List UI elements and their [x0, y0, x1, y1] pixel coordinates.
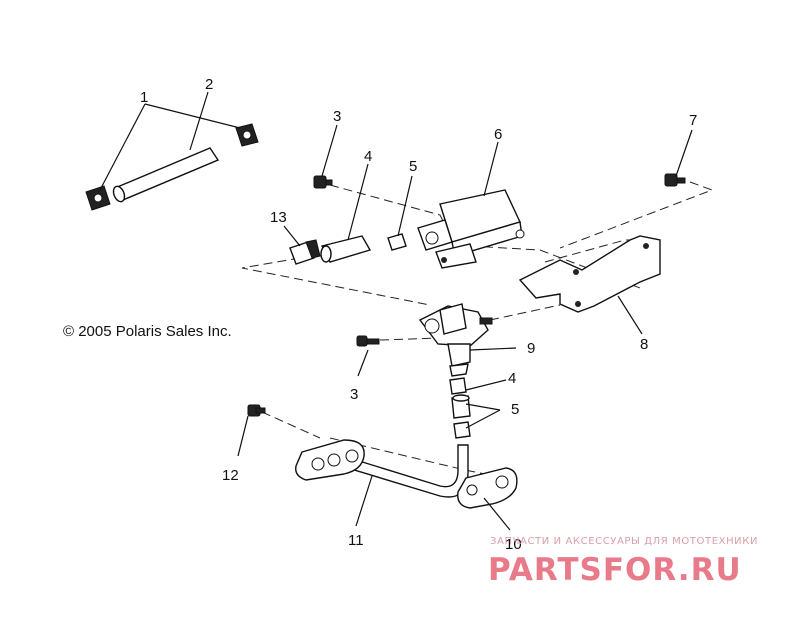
screw-left: [356, 335, 380, 347]
hose-assembly: [85, 123, 259, 211]
screw-top: [313, 175, 333, 189]
callout-4-top: 4: [364, 148, 372, 165]
watermark-brand: PARTSFOR.RU: [488, 552, 742, 588]
copyright-notice: © 2005 Polaris Sales Inc.: [63, 323, 232, 340]
screw-right: [664, 173, 686, 187]
callout-3-left: 3: [350, 386, 358, 403]
assembly-line: [241, 257, 431, 306]
callout-2: 2: [205, 76, 213, 93]
callout-5-lower: 5: [511, 401, 519, 418]
callout-11: 11: [348, 532, 364, 549]
sleeve-top: [320, 235, 372, 263]
assembly-line: [489, 304, 561, 321]
callout-5-top: 5: [409, 158, 417, 175]
assembly-line: [261, 411, 321, 439]
valve: [418, 303, 493, 377]
callout-13: 13: [270, 209, 287, 226]
callout-9: 9: [527, 340, 535, 357]
assembly-line: [379, 337, 441, 341]
bent-tube: [295, 439, 469, 498]
leader-lines: [99, 91, 693, 531]
hose: [113, 147, 220, 201]
clamp-right: [235, 123, 259, 147]
callout-4-lower: 4: [508, 370, 516, 387]
callout-1: 1: [140, 89, 148, 106]
callout-12: 12: [222, 467, 239, 484]
screw-lower: [247, 404, 266, 417]
bracket: [518, 235, 661, 313]
callout-10: 10: [505, 536, 522, 553]
plug: [289, 239, 321, 265]
watermark-tagline: ЗАПЧАСТИ И АКСЕССУАРЫ ДЛЯ МОТОТЕХНИКИ: [490, 536, 758, 547]
callout-3-top: 3: [333, 108, 341, 125]
gasket: [457, 467, 518, 509]
watermark: ЗАПЧАСТИ И АКСЕССУАРЫ ДЛЯ МОТОТЕХНИКИ PA…: [488, 536, 758, 588]
callout-labels: 1 2 3 4 5 6 7 13 8 9 3 4 5 12 11 10: [140, 76, 697, 553]
actuator: [417, 189, 525, 269]
bushing-top: [387, 233, 407, 251]
fittings-lower: [449, 377, 471, 439]
clamp-left: [85, 185, 111, 211]
assembly-line: [329, 437, 506, 479]
callout-8: 8: [640, 336, 648, 353]
callout-6: 6: [494, 126, 502, 143]
assembly-line: [559, 181, 714, 249]
callout-7: 7: [689, 112, 697, 129]
hose-end: [112, 185, 126, 203]
